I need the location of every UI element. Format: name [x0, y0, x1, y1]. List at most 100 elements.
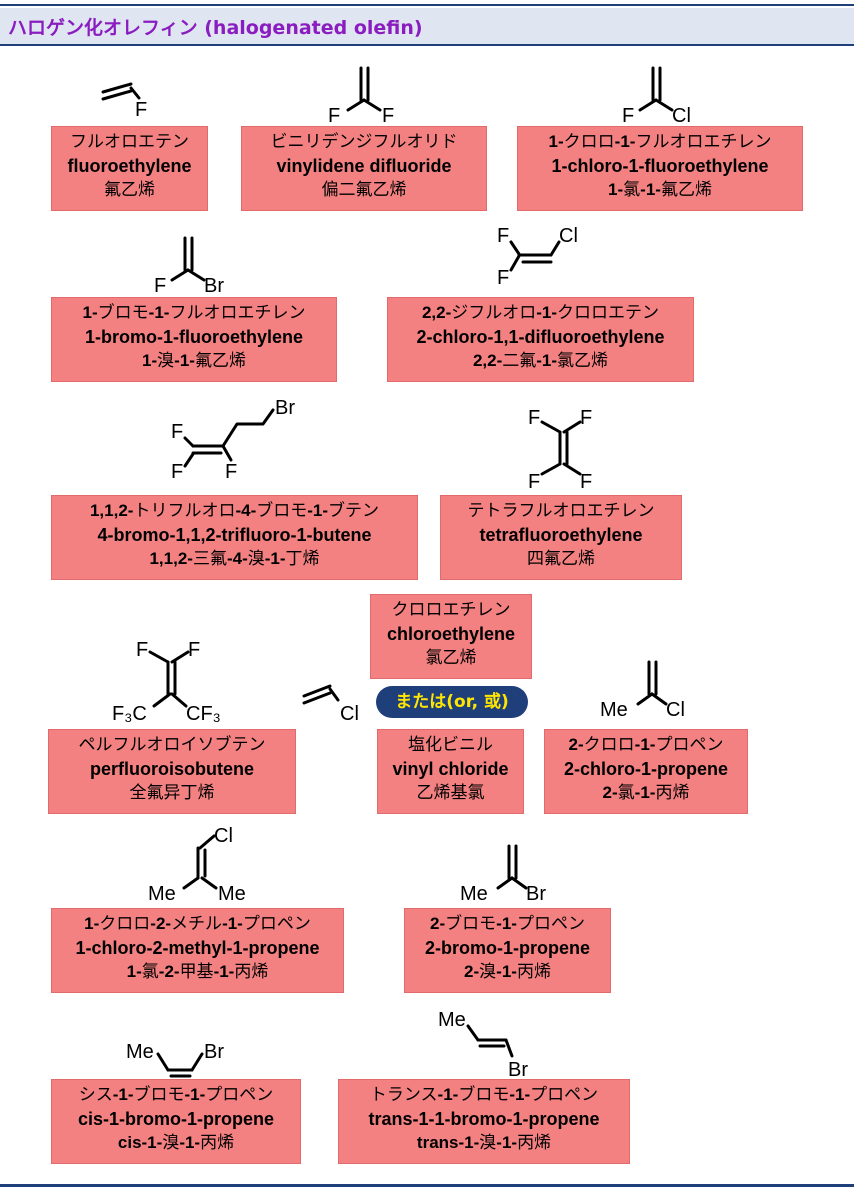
label-box-2-chloro-1-1-difluoroethylene: 2,2-ジフルオロ-1-クロロエテン 2-chloro-1,1-difluoro… [387, 297, 694, 382]
structure-trans-1-bromo-1-propene: Me Br [438, 1009, 528, 1081]
label-box-fluoroethylene: フルオロエテン fluoroethylene 氟乙烯 [51, 126, 208, 211]
atom-label: Me [438, 1009, 466, 1031]
name-ja: トランス-1-ブロモ-1-プロペン [369, 1085, 599, 1105]
name-zh: 全氟异丁烯 [129, 783, 215, 803]
name-en: chloroethylene [386, 624, 516, 644]
name-zh: 氟乙烯 [104, 180, 155, 200]
name-zh: 1-溴-1-氟乙烯 [142, 351, 246, 371]
structure-4-bromo-trifluoro-butene: Br F F F [171, 397, 295, 483]
name-en: 4-bromo-1,1,2-trifluoro-1-butene [97, 525, 372, 545]
atom-label: F [136, 639, 148, 661]
structure-2-chloro-1-1-difluoroethylene: F F Cl [497, 225, 578, 289]
name-en: 1-chloro-2-methyl-1-propene [75, 938, 320, 958]
name-zh: 2,2-二氟-1-氯乙烯 [472, 351, 609, 371]
atom-label: F [188, 639, 200, 661]
atom-label: Me [600, 699, 628, 721]
atom-label: Cl [672, 105, 691, 127]
label-box-1-chloro-2-methyl-1-propene: 1-クロロ-2-メチル-1-プロペン 1-chloro-2-methyl-1-p… [51, 908, 344, 993]
name-en: fluoroethylene [67, 156, 192, 176]
atom-label: F [528, 407, 540, 429]
atom-label: Br [275, 397, 295, 419]
atom-label: Me [148, 883, 176, 905]
title-bar [0, 8, 854, 44]
name-en: perfluoroisobutene [89, 759, 254, 779]
atom-label: F [171, 461, 183, 483]
name-ja: テトラフルオロエチレン [467, 501, 655, 521]
atom-label: F [497, 267, 509, 289]
atom-label: Br [204, 275, 224, 297]
atom-label: F [225, 461, 237, 483]
atom-label: F [171, 421, 183, 443]
page-title: ハロゲン化オレフィン (halogenated olefin) [8, 17, 423, 39]
label-box-2-bromo-1-propene: 2-ブロモ-1-プロペン 2-bromo-1-propene 2-溴-1-丙烯 [404, 908, 611, 993]
name-zh: 氯乙烯 [425, 648, 477, 668]
name-zh: cis-1-溴-1-丙烯 [117, 1133, 235, 1153]
label-box-vinyl-chloride: 塩化ビニル vinyl chloride 乙烯基氯 [377, 729, 524, 814]
atom-label: Cl [340, 703, 359, 725]
atom-label: Me [218, 883, 246, 905]
structure-vinylidene-difluoride: F F [328, 66, 394, 127]
structure-1-chloro-1-fluoroethylene: F Cl [622, 66, 691, 127]
atom-label: Br [508, 1059, 528, 1081]
name-ja: 2-クロロ-1-プロペン [568, 735, 724, 755]
atom-label: Me [126, 1041, 154, 1063]
name-zh: 2-溴-1-丙烯 [464, 962, 551, 982]
label-box-2-chloro-1-propene: 2-クロロ-1-プロペン 2-chloro-1-propene 2-氯-1-丙烯 [544, 729, 748, 814]
name-zh: 四氟乙烯 [527, 549, 595, 569]
name-ja: 1-クロロ-2-メチル-1-プロペン [84, 914, 311, 934]
structure-2-bromo-1-propene: Me Br [460, 844, 546, 905]
atom-label: Me [460, 883, 488, 905]
atom-label: Cl [666, 699, 685, 721]
name-ja: シス-1-ブロモ-1-プロペン [78, 1085, 274, 1105]
label-box-cis-1-bromo-1-propene: シス-1-ブロモ-1-プロペン cis-1-bromo-1-propene ci… [51, 1079, 301, 1164]
atom-label: Cl [214, 825, 233, 847]
atom-label: CF₃ [186, 703, 221, 725]
atom-label: F₃C [112, 703, 147, 725]
name-en: 1-bromo-1-fluoroethylene [84, 327, 303, 347]
structure-tetrafluoroethylene: F F F F [528, 407, 592, 493]
structure-cis-1-bromo-1-propene: Me Br [126, 1041, 224, 1078]
structure-perfluoroisobutene: F F F₃C CF₃ [112, 639, 221, 725]
name-en: 2-chloro-1,1-difluoroethylene [416, 327, 665, 347]
name-en: 1-chloro-1-fluoroethylene [551, 156, 769, 176]
atom-label: F [328, 105, 340, 127]
name-zh: trans-1-溴-1-丙烯 [416, 1133, 552, 1153]
title-underline [0, 44, 854, 46]
name-en: vinyl chloride [392, 759, 509, 779]
name-zh: 乙烯基氯 [416, 783, 485, 803]
atom-label: F [382, 105, 394, 127]
label-box-perfluoroisobutene: ペルフルオロイソブテン perfluoroisobutene 全氟异丁烯 [48, 729, 296, 814]
label-box-1-chloro-1-fluoroethylene: 1-クロロ-1-フルオロエチレン 1-chloro-1-fluoroethyle… [517, 126, 803, 211]
name-zh: 1-氯-1-氟乙烯 [608, 180, 712, 200]
name-zh: 1,1,2-三氟-4-溴-1-丁烯 [149, 549, 320, 569]
name-ja: ペルフルオロイソブテン [78, 735, 266, 755]
name-en: 2-chloro-1-propene [563, 759, 728, 779]
name-en: 2-bromo-1-propene [424, 938, 590, 958]
label-box-4-bromo-trifluoro-butene: 1,1,2-トリフルオロ-4-ブロモ-1-ブテン 4-bromo-1,1,2-t… [51, 495, 418, 580]
atom-label: F [154, 275, 166, 297]
name-ja: ビニリデンジフルオリド [270, 132, 458, 152]
atom-label: F [497, 225, 509, 247]
label-box-tetrafluoroethylene: テトラフルオロエチレン tetrafluoroethylene 四氟乙烯 [440, 495, 682, 580]
structure-1-bromo-1-fluoroethylene: F Br [154, 236, 224, 297]
structure-2-chloro-1-propene: Me Cl [600, 660, 685, 721]
structure-fluoroethylene: F [101, 82, 147, 121]
label-box-trans-1-bromo-1-propene: トランス-1-ブロモ-1-プロペン trans-1-1-bromo-1-prop… [338, 1079, 630, 1164]
atom-label: F [135, 99, 147, 121]
name-en: trans-1-1-bromo-1-propene [368, 1109, 600, 1129]
structure-vinyl-chloride: Cl [302, 684, 359, 725]
label-box-1-bromo-1-fluoroethylene: 1-ブロモ-1-フルオロエチレン 1-bromo-1-fluoroethylen… [51, 297, 337, 382]
name-en: vinylidene difluoride [276, 156, 452, 176]
name-ja: 2,2-ジフルオロ-1-クロロエテン [421, 303, 660, 323]
atom-label: F [528, 471, 540, 493]
top-rule [0, 4, 854, 6]
atom-label: F [580, 471, 592, 493]
or-pill: または(or, 或) [376, 686, 528, 718]
atom-label: F [622, 105, 634, 127]
name-ja: 塩化ビニル [408, 735, 493, 755]
name-ja: 1,1,2-トリフルオロ-4-ブロモ-1-ブテン [89, 501, 380, 521]
name-ja: 1-クロロ-1-フルオロエチレン [548, 132, 772, 152]
name-ja: クロロエチレン [391, 600, 511, 620]
atom-label: F [580, 407, 592, 429]
name-zh: 1-氯-2-甲基-1-丙烯 [126, 962, 269, 982]
